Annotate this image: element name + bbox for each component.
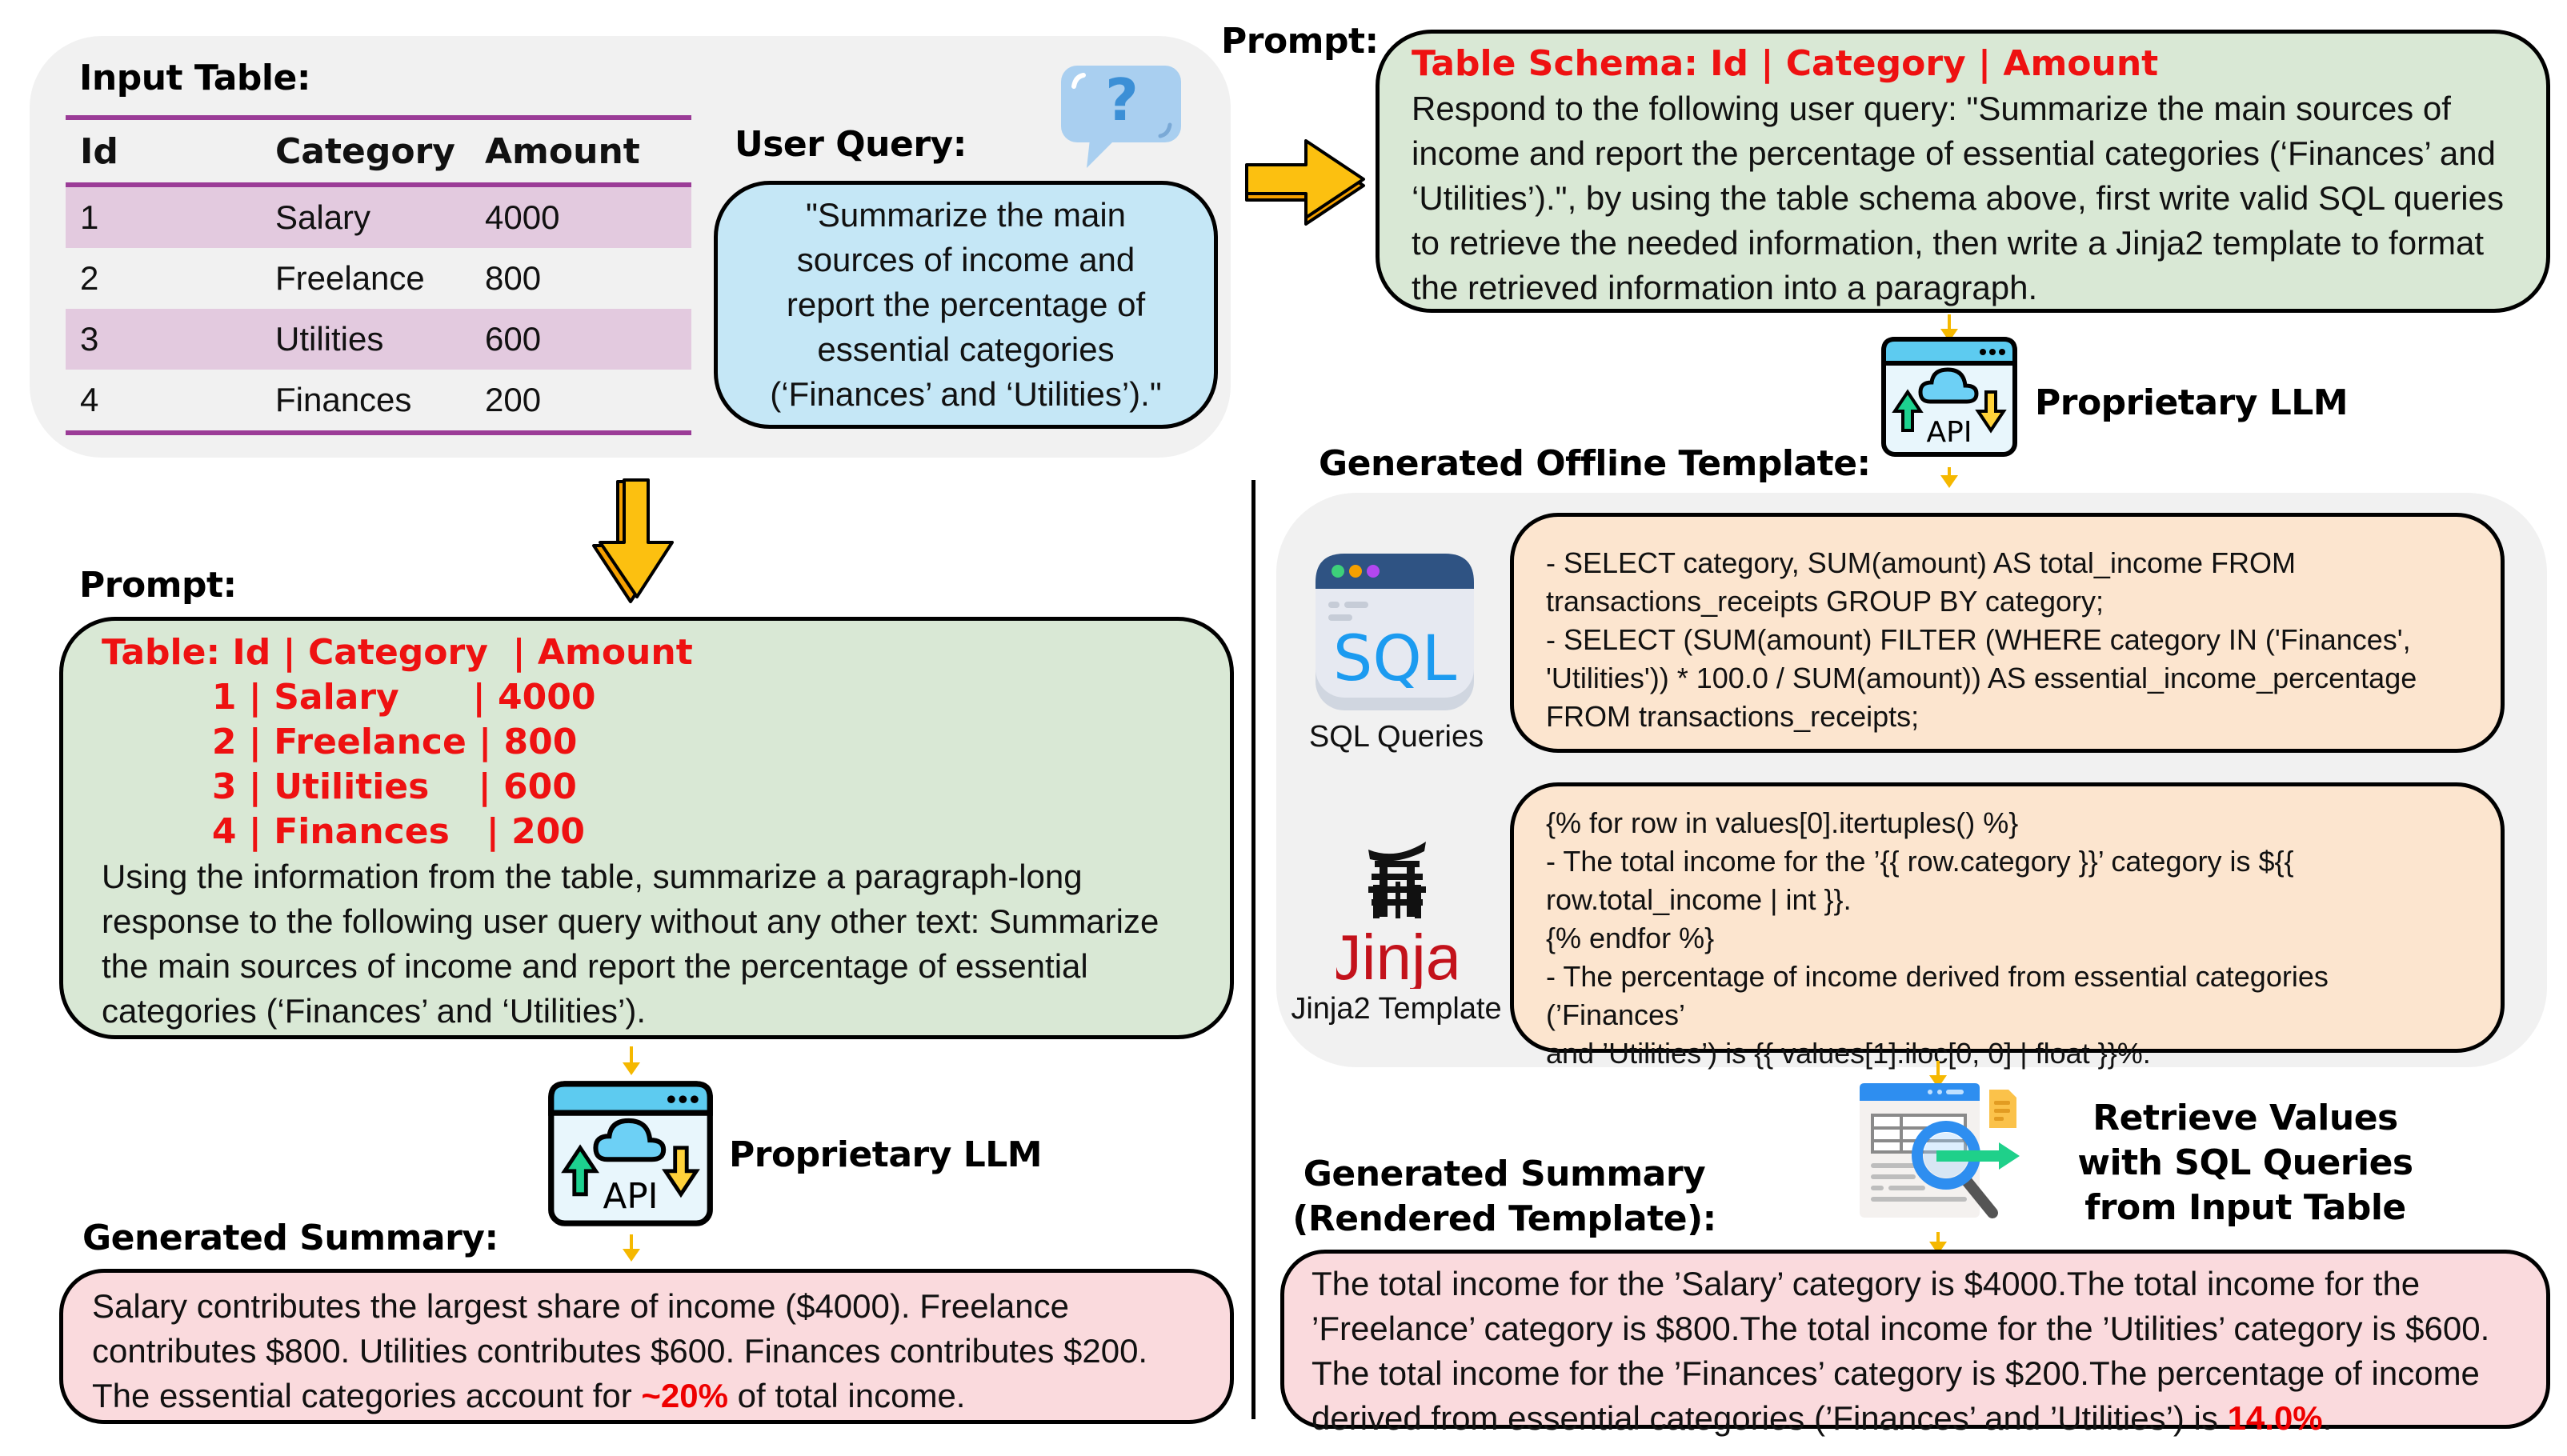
rendered-summary-title: Generated Summary (Rendered Template): — [1288, 1152, 1720, 1242]
cell-category: Freelance — [275, 259, 425, 297]
prompt-table-line: Table: Id | Category | Amount — [102, 632, 693, 673]
column-header-category: Category — [275, 130, 455, 172]
prompt-table-line: 3 | Utilities | 600 — [102, 766, 577, 807]
cell-id: 2 — [80, 259, 99, 297]
jinja-line: - The total income for the ’{{ row.categ… — [1546, 845, 2294, 878]
flow-arrow — [1929, 1232, 1947, 1254]
user-query-box: "Summarize the main sources of income an… — [714, 181, 1218, 429]
left-llm-label: Proprietary LLM — [729, 1134, 1043, 1175]
cell-id: 3 — [80, 320, 99, 358]
right-prompt-title: Prompt: — [1221, 21, 1379, 62]
cell-amount: 200 — [485, 381, 542, 418]
left-prompt-box: Table: Id | Category | Amount 1 | Salary… — [59, 617, 1234, 1039]
flow-arrow — [1940, 467, 1958, 488]
flow-arrow — [1940, 314, 1958, 342]
table-row: 2 Freelance 800 — [66, 248, 691, 309]
sql-line: FROM transactions_receipts; — [1546, 700, 1920, 733]
sql-line: transactions_receipts GROUP BY category; — [1546, 585, 2104, 618]
right-arrow-icon — [1245, 139, 1365, 226]
jinja-line: - The percentage of income derived from … — [1546, 960, 2329, 1031]
rendered-summary-end: . — [2322, 1399, 2333, 1437]
table-row: 1 Salary 4000 — [66, 187, 691, 248]
sql-line: 'Utilities')) * 100.0 / SUM(amount)) AS … — [1546, 662, 2417, 694]
jinja-box: {% for row in values[0].itertuples() %} … — [1510, 782, 2505, 1070]
jinja-label: Jinja2 Template — [1291, 992, 1502, 1026]
input-table: Id Category Amount 1 Salary 4000 2 Freel… — [66, 115, 691, 435]
prompt-table-line: 2 | Freelance | 800 — [102, 722, 578, 762]
sql-line: - SELECT (SUM(amount) FILTER (WHERE cate… — [1546, 623, 2411, 656]
table-rule-bottom — [66, 430, 691, 435]
rendered-summary-box: The total income for the ’Salary’ catego… — [1280, 1250, 2550, 1437]
table-rule-top — [66, 115, 691, 120]
cell-amount: 800 — [485, 259, 542, 297]
rendered-summary-title-line: (Rendered Template): — [1292, 1198, 1716, 1239]
table-header-row: Id Category Amount — [66, 120, 691, 182]
api-icon-label: API — [1927, 416, 1972, 449]
retrieve-label-line: Retrieve Values — [2092, 1098, 2398, 1138]
sql-box: - SELECT category, SUM(amount) AS total_… — [1510, 513, 2505, 753]
column-header-amount: Amount — [485, 130, 640, 172]
left-summary-box: Salary contributes the largest share of … — [59, 1269, 1234, 1424]
prompt-table-line: 4 | Finances | 200 — [102, 811, 585, 852]
question-bubble-icon: ? — [1061, 66, 1181, 168]
user-query-title: User Query: — [735, 124, 967, 165]
left-prompt-text: Using the information from the table, su… — [102, 858, 1159, 1030]
down-arrow-icon — [592, 478, 674, 603]
table-row: 3 Utilities 600 — [66, 309, 691, 370]
right-prompt-box: Table Schema: Id | Category | Amount Res… — [1376, 30, 2550, 313]
cell-category: Salary — [275, 198, 371, 236]
svg-text:?: ? — [1105, 66, 1139, 134]
jinja-torii-icon: Jinja — [1336, 842, 1456, 989]
sql-line: - SELECT category, SUM(amount) AS total_… — [1546, 546, 2296, 579]
jinja-line: and ’Utilities’) is {{ values[1].iloc[0,… — [1546, 1037, 2151, 1070]
left-summary-text: Salary contributes the largest share of … — [92, 1284, 1201, 1418]
cell-id: 1 — [80, 198, 99, 236]
template-title: Generated Offline Template: — [1319, 443, 1871, 484]
cell-category: Utilities — [275, 320, 384, 358]
sql-icon: SQL — [1316, 554, 1474, 710]
column-header-id: Id — [80, 130, 118, 172]
right-llm-label: Proprietary LLM — [2035, 382, 2349, 423]
api-icon-label: API — [603, 1177, 659, 1217]
retrieve-label-line: from Input Table — [2084, 1187, 2406, 1228]
left-summary-highlight: ~20% — [641, 1377, 728, 1414]
jinja-line: {% for row in values[0].itertuples() %} — [1546, 806, 2019, 839]
cell-amount: 600 — [485, 320, 542, 358]
api-cloud-icon: API — [1881, 337, 2017, 457]
sql-label: SQL Queries — [1308, 720, 1484, 754]
jinja-line: row.total_income | int }}. — [1546, 883, 1852, 916]
rendered-summary-highlight: 14.0% — [2227, 1399, 2323, 1437]
user-query-text: "Summarize the main sources of income an… — [770, 196, 1162, 413]
left-summary-body: Salary contributes the largest share of … — [92, 1287, 1148, 1414]
column-divider — [1251, 480, 1255, 1419]
retrieve-label: Retrieve Values with SQL Queries from In… — [2077, 1096, 2413, 1230]
schema-line: Table Schema: Id | Category | Amount — [1412, 43, 2159, 84]
jinja-line: {% endfor %} — [1546, 922, 1715, 954]
table-row: 4 Finances 200 — [66, 370, 691, 430]
flow-arrow — [1929, 1061, 1947, 1088]
flow-arrow — [623, 1046, 640, 1075]
jinja-icon-text: Jinja — [1336, 922, 1456, 989]
cell-id: 4 — [80, 381, 99, 418]
rendered-summary-text: The total income for the ’Salary’ catego… — [1312, 1262, 2519, 1441]
retrieve-label-line: with SQL Queries — [2077, 1142, 2413, 1183]
left-summary-title: Generated Summary: — [82, 1218, 499, 1258]
retrieve-table-search-icon — [1860, 1083, 2020, 1218]
input-table-title: Input Table: — [79, 58, 310, 98]
cell-amount: 4000 — [485, 198, 560, 236]
sql-icon-text: SQL — [1333, 623, 1457, 695]
rendered-summary-body: The total income for the ’Salary’ catego… — [1312, 1265, 2490, 1437]
left-summary-end: of total income. — [727, 1377, 966, 1414]
prompt-table-line: 1 | Salary | 4000 — [102, 677, 596, 718]
api-cloud-icon: API — [548, 1081, 713, 1226]
rendered-summary-title-line: Generated Summary — [1303, 1154, 1706, 1194]
right-prompt-text: Respond to the following user query: "Su… — [1412, 90, 2504, 306]
table-rule-header — [66, 182, 691, 187]
cell-category: Finances — [275, 381, 412, 418]
left-prompt-title: Prompt: — [79, 565, 237, 606]
flow-arrow — [623, 1234, 640, 1262]
